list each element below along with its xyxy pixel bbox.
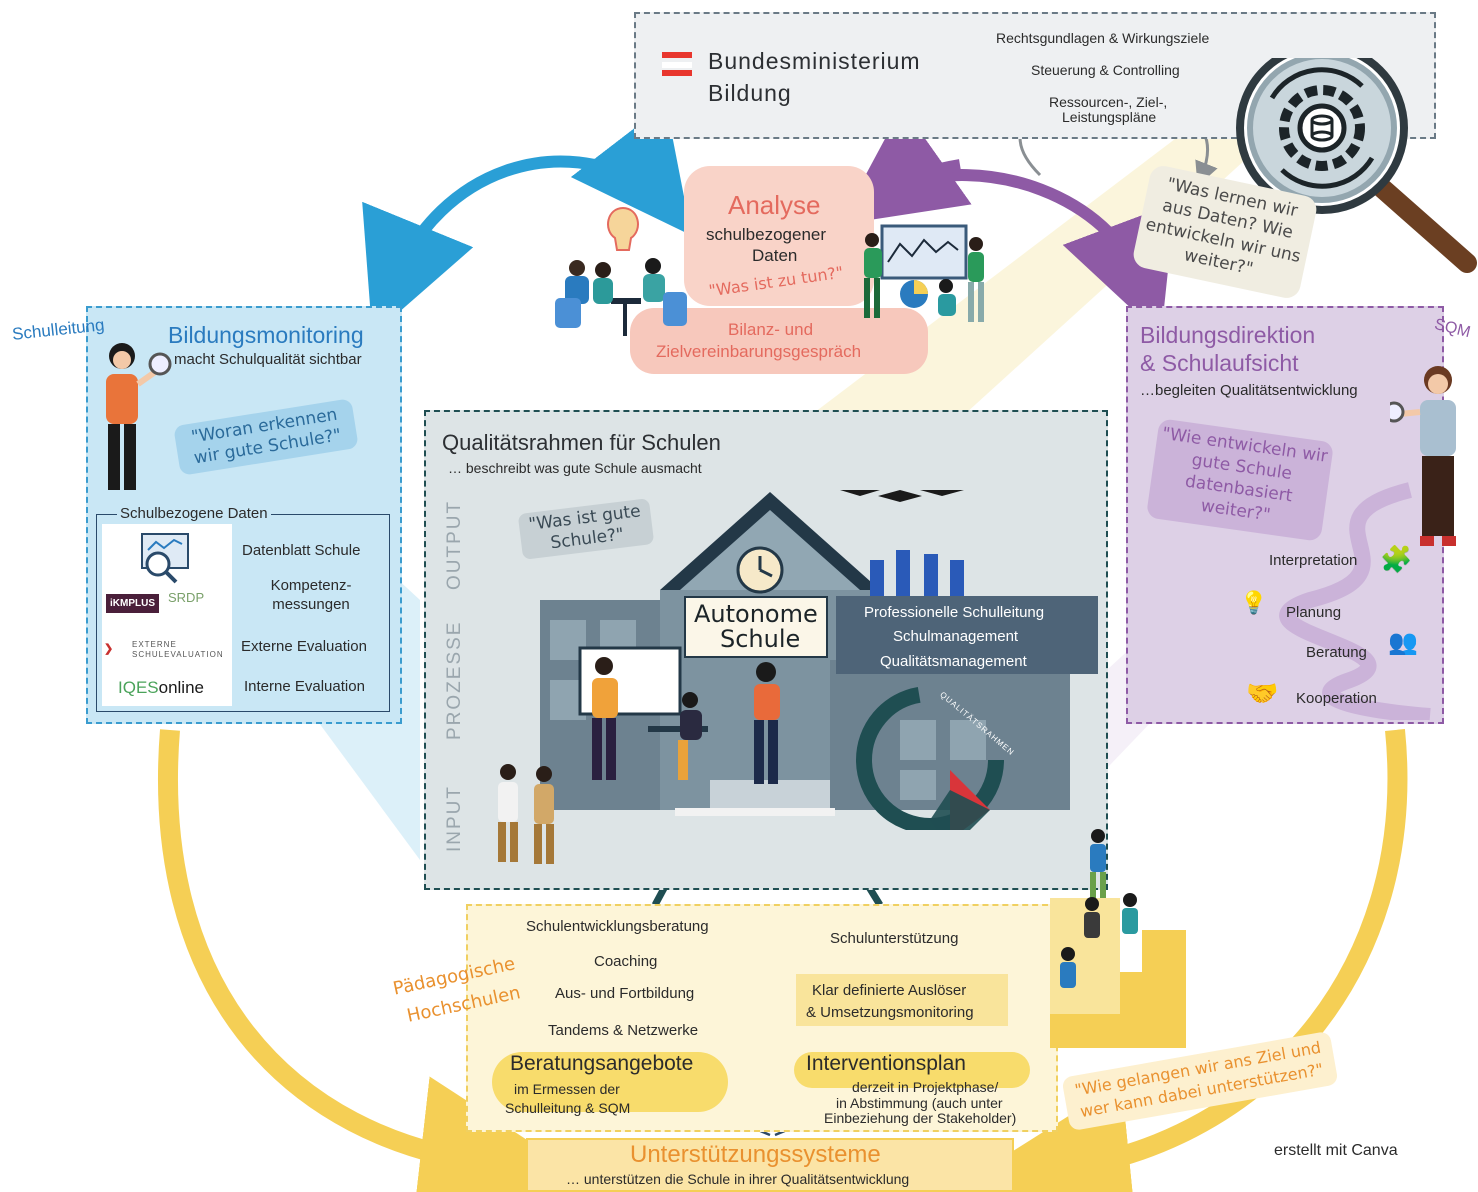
magnifier-gear-icon <box>1236 58 1477 273</box>
lightbulb-icon: 💡 <box>1240 590 1268 615</box>
arrow-monitoring-to-analyse <box>570 103 692 236</box>
mgmt-schulmanagement: Schulmanagement <box>893 628 1019 645</box>
analyse-line1: schulbezogener <box>706 225 827 244</box>
austria-flag-icon <box>662 52 692 58</box>
support-systems-title: Unterstützungssysteme <box>630 1141 881 1168</box>
direktion-subtitle: …begleiten Qualitätsentwicklung <box>1140 382 1358 399</box>
external-eval-logo-icon: ❯ <box>104 643 114 655</box>
step-interpretation: Interpretation <box>1269 552 1358 569</box>
axis-output: OUTPUT <box>444 499 465 590</box>
school-data-title: Schulbezogene Daten <box>117 505 271 522</box>
axis-input: INPUT <box>444 785 465 852</box>
bilanz-line2: Zielvereinbarungsgespräch <box>656 342 862 361</box>
canva-credit: erstellt mit Canva <box>1274 1142 1398 1159</box>
ministry-item-resources: Ressourcen-, Ziel-, <box>1049 94 1168 110</box>
trigger-line2: & Umsetzungsmonitoring <box>806 1004 974 1021</box>
ikm-logo: iKMPLUS <box>106 594 159 613</box>
handshake-icon: 🤝 <box>1246 678 1279 708</box>
iqes-logo-part2: online <box>158 678 204 697</box>
stairs-teamwork-illustration <box>1050 829 1186 1048</box>
bilanz-line1: Bilanz- und <box>728 320 814 339</box>
support-tandems: Tandems & Netzwerke <box>548 1022 699 1039</box>
arrow-monitoring-to-support <box>158 729 580 1192</box>
framework-subtitle: … beschreibt was gute Schule ausmacht <box>448 460 702 476</box>
external-eval-logo-line2: SCHULEVALUATION <box>132 650 224 659</box>
trigger-line1: Klar definierte Auslöser <box>812 982 967 999</box>
analyse-box <box>684 166 874 306</box>
direktion-title-line1: Bildungsdirektion <box>1140 322 1316 348</box>
intervention-box <box>794 1052 1030 1088</box>
data-logos-area: iKMPLUS SRDP ❯ EXTERNE SCHULEVALUATION I… <box>102 524 232 706</box>
ministry-item-law: Rechtsgundlagen & Wirkungsziele <box>996 30 1210 46</box>
schulleitung-person-illustration <box>106 343 172 490</box>
framework-title: Qualitätsrahmen für Schulen <box>442 430 721 455</box>
support-fortbildung: Aus- und Fortbildung <box>555 985 695 1002</box>
management-box <box>836 596 1098 674</box>
intervention-title: Interventionsplan <box>806 1052 966 1075</box>
step-kooperation: Kooperation <box>1296 690 1377 707</box>
step-beratung: Beratung <box>1306 644 1367 661</box>
beratung-title: Beratungsangebote <box>510 1052 694 1075</box>
autonome-schule-sign <box>684 596 828 658</box>
school-name-line2: Schule <box>720 625 801 653</box>
monitoring-subtitle: macht Schulqualität sichtbar <box>174 351 362 368</box>
iqes-logo-part1: IQES <box>118 678 159 697</box>
meeting-people-illustration <box>555 206 687 336</box>
sqm-person-illustration <box>1390 366 1456 546</box>
intervention-line2: in Abstimmung (auch unter <box>836 1095 1003 1111</box>
monitoring-title: Bildungsmonitoring <box>168 322 364 348</box>
beratung-line2: Schulleitung & SQM <box>505 1100 631 1116</box>
step-planung: Planung <box>1286 604 1342 621</box>
srdp-logo: SRDP <box>168 590 205 605</box>
beratung-box <box>492 1052 728 1112</box>
axis-prozesse: PROZESSE <box>444 620 465 740</box>
ministry-name-line1: Bundesministerium <box>708 48 921 74</box>
support-schulentwicklung: Schulentwicklungsberatung <box>526 918 709 935</box>
winding-path <box>1279 482 1431 720</box>
ministry-item-plans: Leistungspläne <box>1062 109 1157 125</box>
beratung-line1: im Ermessen der <box>514 1081 620 1097</box>
data-row-datenblatt: Datenblatt Schule <box>242 542 361 559</box>
support-schulunterstuetzung: Schulunterstützung <box>830 930 959 947</box>
data-row-intern: Interne Evaluation <box>244 678 365 695</box>
school-name-line1: Autonome <box>694 600 818 628</box>
trigger-box <box>796 974 1008 1026</box>
analyse-title: Analyse <box>728 190 821 220</box>
consulting-people-icon: 👥 <box>1388 629 1418 656</box>
direktion-title-line2: & Schulaufsicht <box>1140 350 1299 376</box>
support-coaching: Coaching <box>594 953 658 970</box>
external-eval-logo-line1: EXTERNE <box>132 640 177 649</box>
ministry-name-line2: Bildung <box>708 80 792 106</box>
arrow-direktion-to-analyse <box>838 106 972 225</box>
data-analysis-icon <box>141 533 189 584</box>
analyse-line2: Daten <box>752 246 798 265</box>
data-row-kompetenz: Kompetenz- messungen <box>270 577 352 613</box>
intervention-line3: Einbeziehung der Stakeholder) <box>824 1110 1017 1126</box>
iqes-logo: IQESonline <box>118 678 204 698</box>
walking-students-illustration <box>498 764 554 864</box>
intervention-line1: derzeit in Projektphase/ <box>852 1079 999 1095</box>
support-systems-box <box>526 1138 1014 1192</box>
puzzle-icon: 🧩 <box>1380 544 1413 574</box>
data-presentation-illustration <box>864 224 984 322</box>
support-systems-subtitle: … unterstützen die Schule in ihrer Quali… <box>566 1171 910 1187</box>
data-row-extern: Externe Evaluation <box>241 638 367 655</box>
mgmt-leadership: Professionelle Schulleitung <box>864 604 1045 621</box>
ministry-item-control: Steuerung & Controlling <box>1031 62 1180 78</box>
mgmt-qualitaet: Qualitätsmanagement <box>880 653 1027 670</box>
